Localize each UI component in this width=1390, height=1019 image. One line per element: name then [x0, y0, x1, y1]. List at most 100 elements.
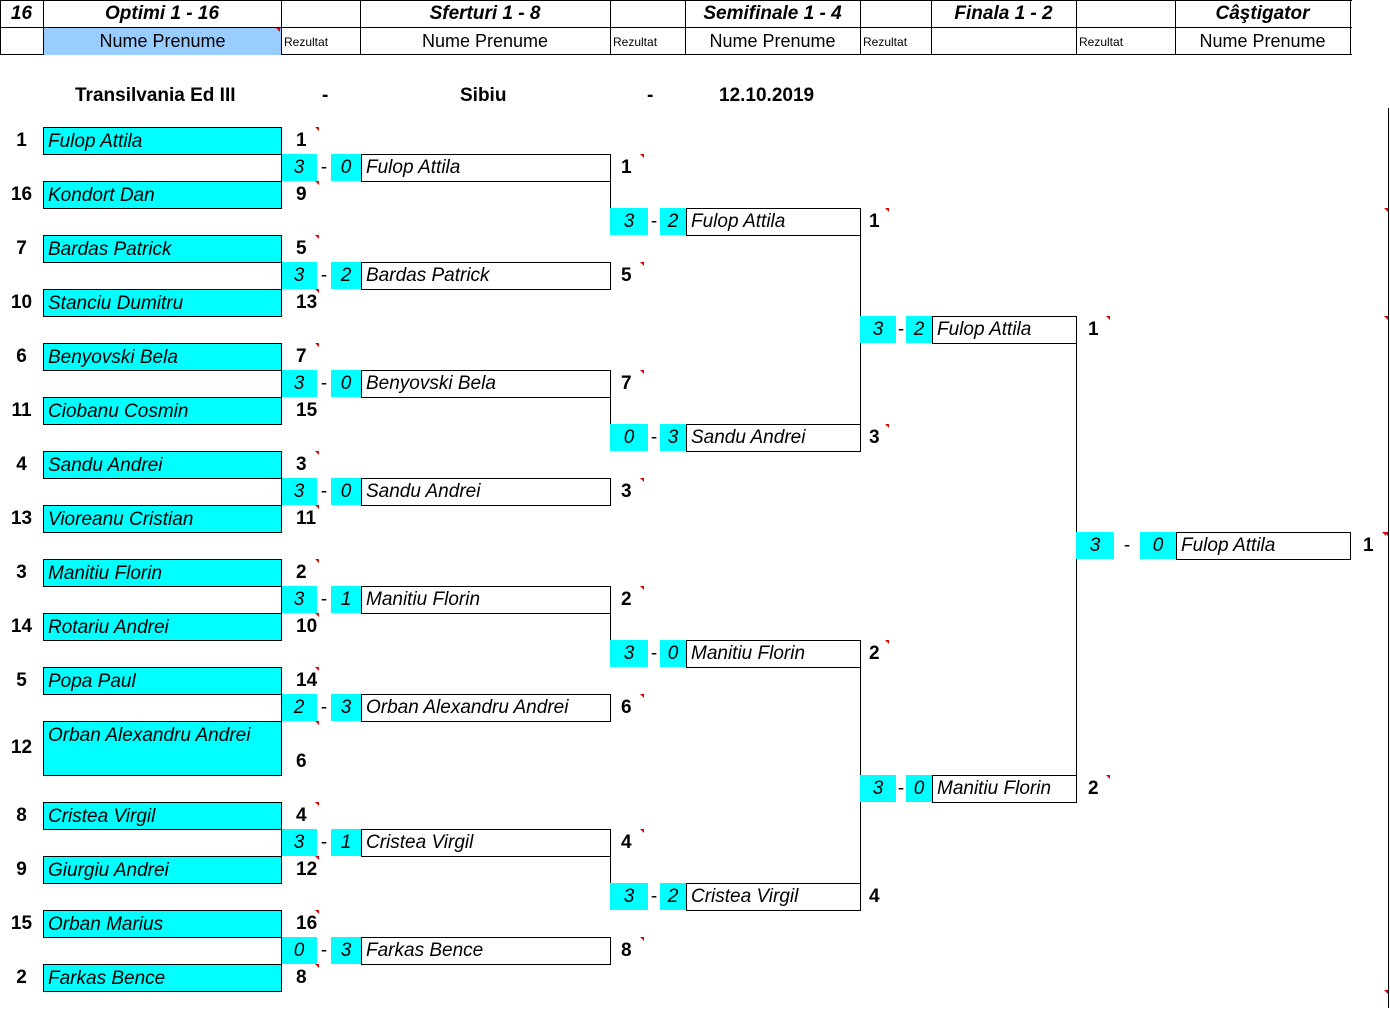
semi-score-1: 3 [610, 208, 648, 235]
player-name[interactable]: Orban Alexandru Andrei [43, 721, 282, 776]
player-name[interactable]: Popa Paul [43, 667, 282, 695]
semi-score-1: 3 [610, 883, 648, 910]
quarter-player-name[interactable]: Bardas Patrick [361, 262, 611, 290]
quarter-score-2: 1 [331, 829, 361, 856]
winner-dash: - [1123, 535, 1131, 556]
comment-marker [885, 208, 889, 212]
player-name[interactable]: Vioreanu Cristian [43, 505, 282, 533]
quarter-score-1: 2 [281, 694, 317, 721]
player-name[interactable]: Giurgiu Andrei [43, 856, 282, 884]
quarter-score-1: 3 [281, 154, 317, 181]
player-name[interactable]: Sandu Andrei [43, 451, 282, 479]
semi-player-name[interactable]: Fulop Attila [686, 208, 861, 236]
comment-marker [640, 694, 644, 698]
bracket-line [281, 829, 282, 883]
event-name: Transilvania Ed III [75, 85, 236, 106]
quarter-player-rank: 8 [621, 940, 632, 961]
comment-marker [315, 289, 319, 293]
quarter-player-rank: 1 [621, 157, 632, 178]
seed-number: 5 [16, 670, 27, 691]
comment-marker [315, 964, 319, 968]
seed-number: 7 [16, 238, 27, 259]
seed-number: 10 [10, 292, 33, 313]
quarter-score-1: 3 [281, 262, 317, 289]
seed-number: 1 [16, 130, 27, 151]
comment-marker [1384, 990, 1388, 994]
final-score-1: 3 [860, 316, 896, 343]
player-name[interactable]: Stanciu Dumitru [43, 289, 282, 317]
seed-number: 9 [16, 859, 27, 880]
final-player-name[interactable]: Fulop Attila [932, 316, 1077, 344]
comment-marker [315, 667, 319, 671]
semi-player-name[interactable]: Sandu Andrei [686, 424, 861, 452]
quarter-player-rank: 7 [621, 373, 632, 394]
comment-marker [315, 910, 319, 914]
final-player-rank: 2 [1088, 778, 1099, 799]
name-header-2: Nume Prenume [421, 31, 549, 51]
comment-marker [640, 154, 644, 158]
name-header-selected[interactable]: Nume Prenume [44, 28, 281, 55]
player-rank: 7 [296, 346, 307, 367]
event-sep-2: - [647, 85, 654, 106]
semi-dash: - [650, 643, 658, 664]
quarter-player-rank: 3 [621, 481, 632, 502]
event-sep-1: - [322, 85, 329, 106]
player-name[interactable]: Manitiu Florin [43, 559, 282, 587]
result-label-1: Rezultat [284, 35, 329, 49]
player-name[interactable]: Cristea Virgil [43, 802, 282, 830]
result-label-3: Rezultat [863, 35, 908, 49]
quarter-player-name[interactable]: Orban Alexandru Andrei [361, 694, 611, 722]
comment-marker [1384, 316, 1388, 320]
quarter-player-name[interactable]: Farkas Bence [361, 937, 611, 965]
winner-player-name[interactable]: Fulop Attila [1176, 532, 1351, 560]
comment-marker [315, 613, 319, 617]
player-rank: 3 [296, 454, 307, 475]
event-date: 12.10.2019 [719, 85, 815, 106]
comment-marker [315, 127, 319, 131]
player-rank: 15 [296, 400, 318, 421]
bracket-line [610, 181, 611, 208]
quarter-player-rank: 2 [621, 589, 632, 610]
quarter-player-name[interactable]: Cristea Virgil [361, 829, 611, 857]
player-name[interactable]: Orban Marius [43, 910, 282, 938]
comment-marker [640, 937, 644, 941]
quarter-player-name[interactable]: Sandu Andrei [361, 478, 611, 506]
quarter-player-name[interactable]: Fulop Attila [361, 154, 611, 182]
semi-player-name[interactable]: Manitiu Florin [686, 640, 861, 668]
winner-player-rank: 1 [1363, 535, 1374, 556]
quarter-player-rank: 5 [621, 265, 632, 286]
semi-player-name[interactable]: Cristea Virgil [686, 883, 861, 911]
comment-marker [315, 181, 319, 185]
semi-score-2: 0 [660, 640, 686, 667]
seed-number: 8 [16, 805, 27, 826]
col-title-round16: Optimi 1 - 16 [104, 3, 220, 24]
player-name[interactable]: Fulop Attila [43, 127, 282, 155]
quarter-player-name[interactable]: Benyovski Bela [361, 370, 611, 398]
seed-number: 15 [10, 913, 33, 934]
semi-score-2: 2 [660, 883, 686, 910]
bracket-line [860, 235, 861, 316]
player-name[interactable]: Kondort Dan [43, 181, 282, 209]
quarter-score-2: 3 [331, 937, 361, 964]
player-rank: 6 [296, 751, 307, 772]
comment-marker [640, 262, 644, 266]
quarter-player-rank: 6 [621, 697, 632, 718]
semi-player-rank: 3 [869, 427, 880, 448]
player-name[interactable]: Rotariu Andrei [43, 613, 282, 641]
quarter-player-rank: 4 [621, 832, 632, 853]
player-name[interactable]: Bardas Patrick [43, 235, 282, 263]
quarter-player-name[interactable]: Manitiu Florin [361, 586, 611, 614]
player-name[interactable]: Benyovski Bela [43, 343, 282, 371]
quarter-dash: - [320, 940, 328, 961]
result-label-4: Rezultat [1079, 35, 1124, 49]
bracket-line [610, 397, 611, 424]
bracket-line [610, 613, 611, 640]
final-player-name[interactable]: Manitiu Florin [932, 775, 1077, 803]
player-name[interactable]: Farkas Bence [43, 964, 282, 992]
quarter-score-1: 3 [281, 478, 317, 505]
col-title-final: Finala 1 - 2 [954, 3, 1053, 24]
player-rank: 4 [296, 805, 307, 826]
final-score-2: 2 [906, 316, 932, 343]
player-name[interactable]: Ciobanu Cosmin [43, 397, 282, 425]
winner-score-2: 0 [1140, 532, 1176, 559]
